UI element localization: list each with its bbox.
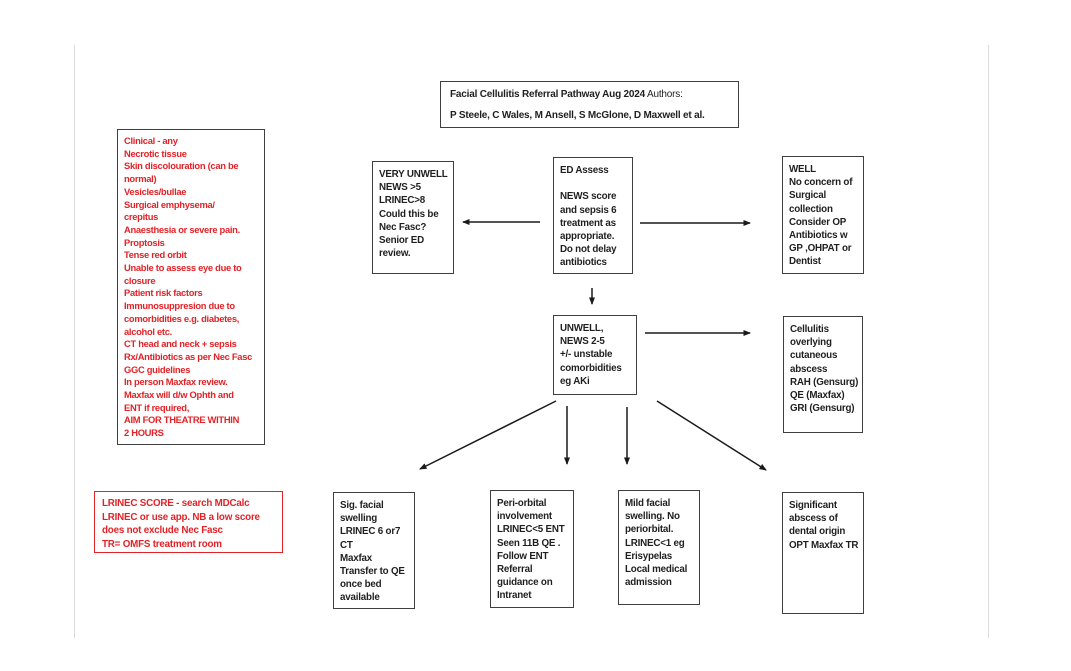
box-very-unwell: VERY UNWELL NEWS >5 LRINEC>8 Could this … xyxy=(372,161,454,274)
box-sig-facial-swelling: Sig. facial swelling LRINEC 6 or7 CT Max… xyxy=(333,492,415,609)
box-dental-abscess: Significant abscess of dental origin OPT… xyxy=(782,492,864,614)
authors-label: Authors: xyxy=(645,89,683,100)
page-edge-right xyxy=(988,45,989,638)
title-box: Facial Cellulitis Referral Pathway Aug 2… xyxy=(440,81,739,128)
authors-line: P Steele, C Wales, M Ansell, S McGlone, … xyxy=(450,110,705,121)
box-cutaneous-abscess: Cellulitis overlying cutaneous abscess R… xyxy=(783,316,863,433)
box-unwell: UNWELL, NEWS 2-5 +/- unstable comorbidit… xyxy=(553,315,637,395)
arrow-unwell-to-dental xyxy=(656,400,767,471)
box-peri-orbital: Peri-orbital involvement LRINEC<5 ENT Se… xyxy=(490,490,574,608)
box-ed-assess: ED Assess NEWS score and sepsis 6 treatm… xyxy=(553,157,633,274)
arrow-unwell-to-sig-facial xyxy=(419,400,557,470)
pathway-title-text: Facial Cellulitis Referral Pathway Aug 2… xyxy=(450,89,645,100)
box-well: WELL No concern of Surgical collection C… xyxy=(782,156,864,274)
note-lrinec-score: LRINEC SCORE - search MDCalc LRINEC or u… xyxy=(94,491,283,553)
pathway-title: Facial Cellulitis Referral Pathway Aug 2… xyxy=(450,89,729,101)
page-edge-left xyxy=(74,45,75,638)
box-clinical-red-flags: Clinical - any Necrotic tissue Skin disc… xyxy=(117,129,265,445)
box-mild-facial-swelling: Mild facial swelling. No periorbital. LR… xyxy=(618,490,700,605)
